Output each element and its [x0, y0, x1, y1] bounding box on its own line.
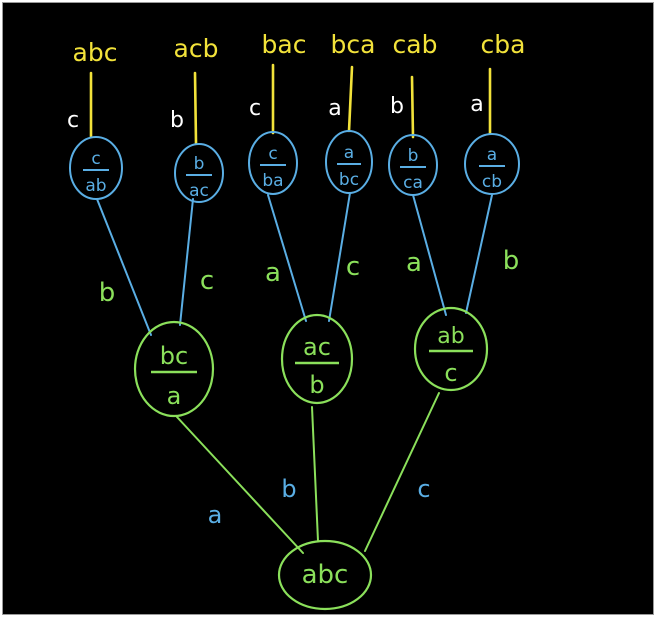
leaf-edge-label: b	[390, 94, 404, 119]
level1-edges	[176, 392, 440, 554]
leaf-edge-label: c	[249, 96, 261, 121]
node-numerator: a	[344, 143, 354, 163]
edge-ac-to-a-bc	[328, 192, 351, 322]
root-edge-labels: a b c	[208, 475, 431, 529]
node-denominator: ba	[262, 171, 283, 191]
permutation-label: bca	[331, 30, 376, 59]
node-numerator: a	[487, 145, 497, 165]
node-numerator: c	[91, 149, 100, 169]
edge-ab-to-b-ca	[412, 194, 447, 316]
leaf-stem-5	[410, 75, 415, 139]
edge-label: a	[406, 248, 422, 278]
node-a-over-bc	[325, 130, 373, 194]
edge-bc-to-c-ab	[96, 198, 152, 336]
permutation-label: bac	[262, 30, 307, 59]
leaf-stems	[89, 63, 492, 145]
node-b-over-ac	[174, 143, 224, 203]
edge-label: b	[281, 475, 296, 503]
permutation-label: cab	[393, 30, 438, 59]
node-numerator: b	[408, 146, 419, 166]
edge-label: c	[417, 475, 430, 503]
node-denominator: c	[444, 359, 457, 387]
level1-nodes	[133, 306, 489, 418]
node-denominator: ac	[189, 181, 209, 201]
node-c-over-ab	[69, 136, 123, 200]
level1-edge-labels: b c a c a b	[99, 246, 520, 308]
node-numerator: c	[268, 144, 277, 164]
edge-ac-to-c-ba	[267, 194, 307, 322]
edge-label: c	[200, 266, 214, 296]
node-numerator: b	[194, 154, 205, 174]
leaf-edge-label: a	[470, 92, 483, 117]
node-c-over-ba	[248, 131, 298, 195]
edge-label: a	[208, 501, 223, 529]
edge-bc-to-b-ac	[179, 198, 194, 326]
edge-label: a	[265, 258, 281, 288]
node-b-over-ca	[388, 134, 438, 196]
node-denominator: ca	[403, 173, 423, 193]
leaf-edge-label: c	[67, 108, 79, 133]
edge-root-to-bc	[176, 416, 304, 554]
node-denominator: b	[309, 371, 324, 399]
node-a-over-cb	[464, 133, 520, 195]
node-abc	[277, 539, 373, 611]
edge-ab-to-a-cb	[465, 194, 493, 314]
level2-node-texts: c ab b ac c ba a bc b ca a cb	[85, 143, 502, 201]
level1-node-texts: bc a ac b ab c	[160, 324, 465, 410]
edge-label: b	[99, 278, 116, 308]
permutation-label: acb	[174, 34, 219, 63]
edge-root-to-ac	[311, 406, 319, 542]
edge-label: c	[346, 252, 360, 282]
edge-root-to-ab	[364, 392, 440, 552]
level2-edges	[96, 192, 493, 336]
node-denominator: a	[167, 382, 182, 410]
permutation-label: abc	[73, 38, 118, 67]
node-denominator: ab	[85, 176, 106, 196]
node-numerator: ac	[303, 333, 331, 361]
leaf-edge-label: a	[328, 96, 341, 121]
node-numerator: bc	[160, 342, 188, 370]
leaf-stem-4	[347, 65, 354, 133]
node-denominator: cb	[482, 172, 502, 192]
root-label: abc	[302, 560, 349, 590]
node-denominator: bc	[339, 170, 359, 190]
node-ac-over-b	[280, 313, 354, 405]
node-ab-over-c	[413, 306, 489, 392]
root-node	[277, 539, 373, 611]
permutation-label: cba	[481, 30, 526, 59]
level2-nodes	[69, 130, 520, 203]
leaf-stem-2	[193, 71, 198, 145]
node-bc-over-a	[133, 320, 215, 418]
permutation-labels: abc acb bac bca cab cba	[73, 30, 526, 67]
leaf-edge-labels: c b c a b a	[67, 92, 484, 133]
leaf-edge-label: b	[170, 108, 184, 133]
node-numerator: ab	[437, 324, 464, 349]
edge-label: b	[503, 246, 520, 276]
permutation-tree-diagram: abc acb bac bca cab cba c b c a b a c ab…	[67, 30, 526, 611]
